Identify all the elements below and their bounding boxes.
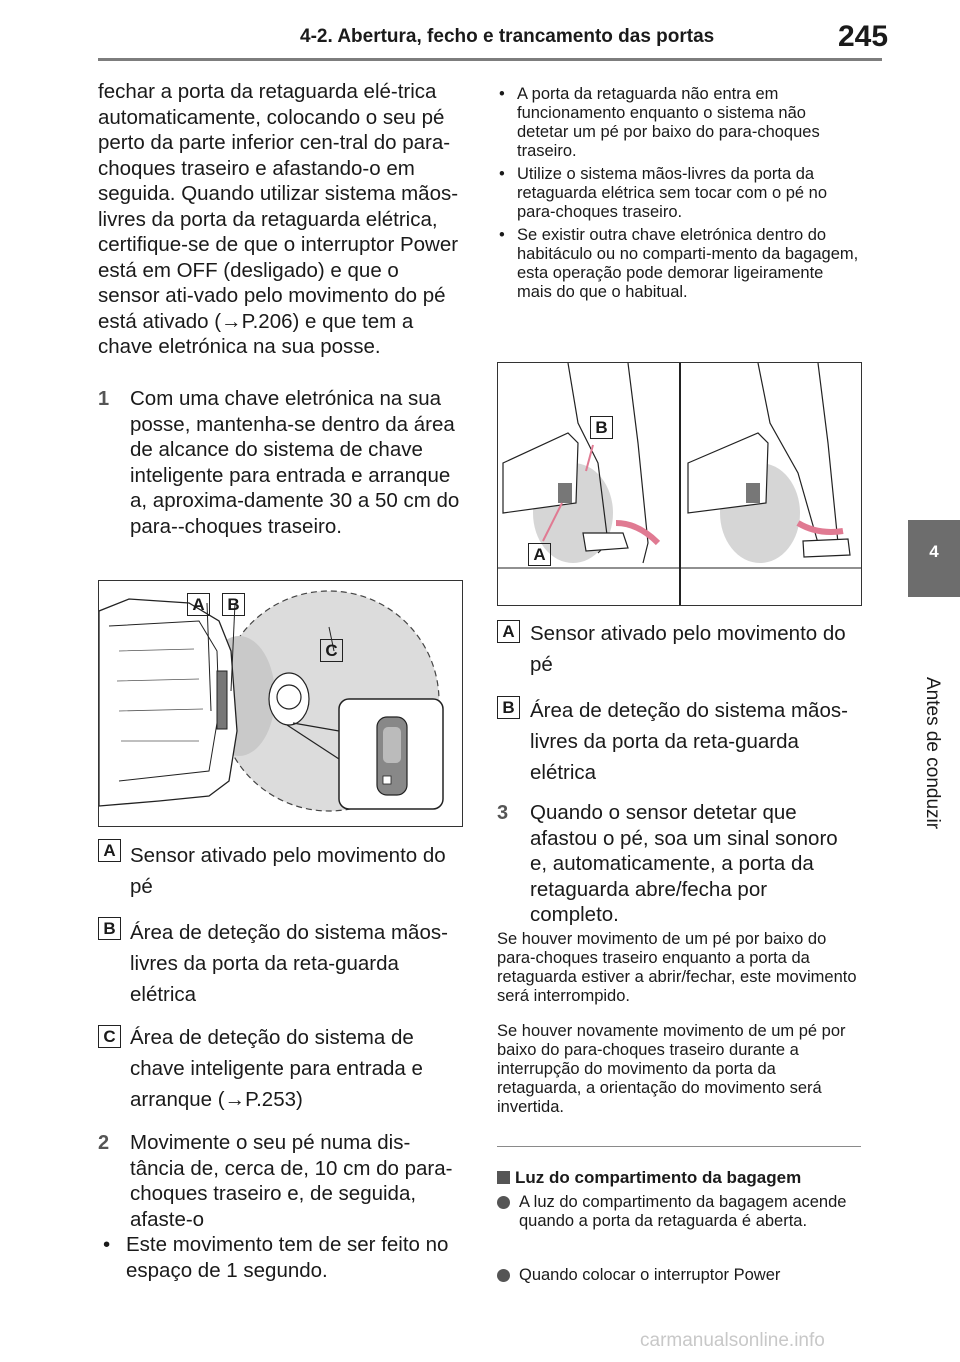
step-3-text: Quando o sensor detetar que afastou o pé… <box>530 801 838 926</box>
step-2-text: Movimente o seu pé numa dis-tância de, c… <box>130 1131 453 1231</box>
intro-paragraph: fechar a porta da retaguarda elé-trica a… <box>98 80 459 358</box>
caption-a-right-text: Sensor ativado pelo movimento do pé <box>530 622 846 676</box>
label-a-leader <box>206 602 212 712</box>
car-rear-outline <box>98 598 238 807</box>
figure-foot-motion: B A <box>497 362 862 606</box>
step-2-number: 2 <box>98 1132 110 1154</box>
note-paragraph-1: Se houver movimento de um pé por baixo d… <box>497 930 857 1005</box>
leg-right-back <box>817 362 839 544</box>
note-text: A porta da retaguarda não entra em funci… <box>517 85 820 160</box>
figure-1-label-c: C <box>320 639 343 662</box>
chapter-tab-label: Antes de conduzir <box>922 677 943 830</box>
step-1-number: 1 <box>98 388 110 410</box>
key-leader-1 <box>292 722 340 732</box>
key-ring-icon <box>382 775 392 785</box>
figure-2-label-b: B <box>590 416 613 439</box>
foot-sensor <box>216 670 228 730</box>
label-b-pointer <box>585 444 594 472</box>
label-a-pointer <box>542 502 563 542</box>
electronic-key-button-icon <box>383 727 401 763</box>
shoe-left <box>582 532 629 552</box>
note-paragraph-2: Se houver novamente movimento de um pé p… <box>497 1022 846 1116</box>
caption-label-c: C <box>98 1025 121 1048</box>
caption-c-text: Área de deteção do sistema de chave inte… <box>130 1026 423 1111</box>
person-head <box>276 684 302 710</box>
bullet-dot-icon <box>497 1196 510 1209</box>
page-number: 245 <box>838 20 889 53</box>
caption-label-b-right: B <box>497 696 520 719</box>
key-leader-2 <box>286 724 340 760</box>
bullet-mark: • <box>499 165 505 183</box>
section-heading: Luz do compartimento da bagagem <box>497 1168 801 1188</box>
note-text: Utilize o sistema mãos-livres da porta d… <box>517 165 827 221</box>
bullet-dot-icon <box>497 1269 510 1282</box>
figure-1-label-a: A <box>187 593 210 616</box>
header-rule <box>98 58 882 61</box>
leg-right-front <box>757 362 819 544</box>
caption-b-text: Área de deteção do sistema mãos-livres d… <box>130 921 448 1006</box>
car-rear-details <box>116 648 204 742</box>
chapter-title: 4-2. Abertura, fecho e trancamento das p… <box>300 26 715 47</box>
caption-label-b: B <box>98 917 121 940</box>
sensor-right <box>746 483 760 503</box>
bullet-mark: • <box>499 85 505 103</box>
caption-b-right-text: Área de deteção do sistema mãos-livres d… <box>530 699 848 784</box>
section-title: Luz do compartimento da bagagem <box>515 1168 802 1187</box>
caption-label-a: A <box>98 839 121 862</box>
watermark: carmanualsonline.info <box>640 1330 825 1351</box>
bullet-mark: • <box>103 1233 111 1256</box>
note-item: • Utilize o sistema mãos-livres da porta … <box>497 165 861 222</box>
notes-list: • A porta da retaguarda não entra em func… <box>497 85 861 306</box>
figure-foot-motion-drawing <box>498 362 861 605</box>
section-item-1: A luz do compartimento da bagagem acende… <box>497 1193 861 1231</box>
bullet-mark: • <box>499 226 505 244</box>
note-text: Se existir outra chave eletrónica dentro… <box>517 226 859 301</box>
note-item: • Se existir outra chave eletrónica dentr… <box>497 226 861 302</box>
note-item: • A porta da retaguarda não entra em func… <box>497 85 861 161</box>
arrow-toward-bumper <box>615 520 661 546</box>
shoe-right <box>802 538 851 558</box>
caption-a-text: Sensor ativado pelo movimento do pé <box>130 844 446 898</box>
figure-detection-areas: A B C <box>98 580 463 827</box>
section-item-2-text: Quando colocar o interruptor Power <box>519 1266 781 1284</box>
chapter-tab <box>908 520 960 597</box>
step-2-bullet: • Este movimento tem de ser feito no esp… <box>98 1232 458 1283</box>
leg-left-back <box>627 362 649 564</box>
figure-detection-areas-drawing <box>98 590 444 812</box>
step-1-text: Com uma chave eletrónica na sua posse, m… <box>130 387 460 538</box>
label-b-leader <box>230 602 236 692</box>
section-item-2: Quando colocar o interruptor Power <box>497 1266 861 1285</box>
section-rule <box>497 1146 861 1147</box>
caption-label-a-right: A <box>497 620 520 643</box>
sensor-left <box>558 483 572 503</box>
section-square-icon <box>497 1171 510 1184</box>
section-item-1-text: A luz do compartimento da bagagem acende… <box>519 1193 847 1230</box>
step-2-bullet-text: Este movimento tem de ser feito no espaç… <box>126 1233 449 1282</box>
chapter-tab-number: 4 <box>929 542 939 561</box>
arrow-away-from-bumper <box>796 520 844 535</box>
step-3-number: 3 <box>497 802 509 824</box>
figure-1-label-b: B <box>222 593 245 616</box>
figure-2-label-a: A <box>528 543 551 566</box>
